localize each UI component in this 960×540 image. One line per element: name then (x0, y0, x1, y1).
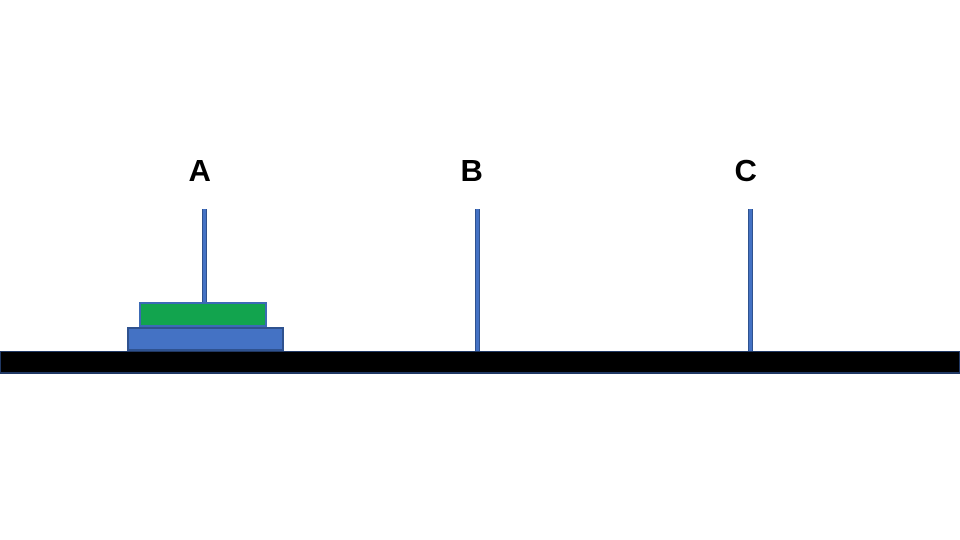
large-blue-disk[interactable] (127, 327, 284, 351)
base-platform (0, 351, 960, 374)
peg-a-pole[interactable] (202, 209, 207, 351)
peg-b-pole[interactable] (475, 209, 480, 351)
peg-c-label: C (734, 153, 758, 188)
small-green-disk[interactable] (139, 302, 267, 327)
peg-a-label: A (188, 153, 212, 188)
peg-c-pole[interactable] (748, 209, 753, 351)
peg-b-label: B (460, 153, 484, 188)
